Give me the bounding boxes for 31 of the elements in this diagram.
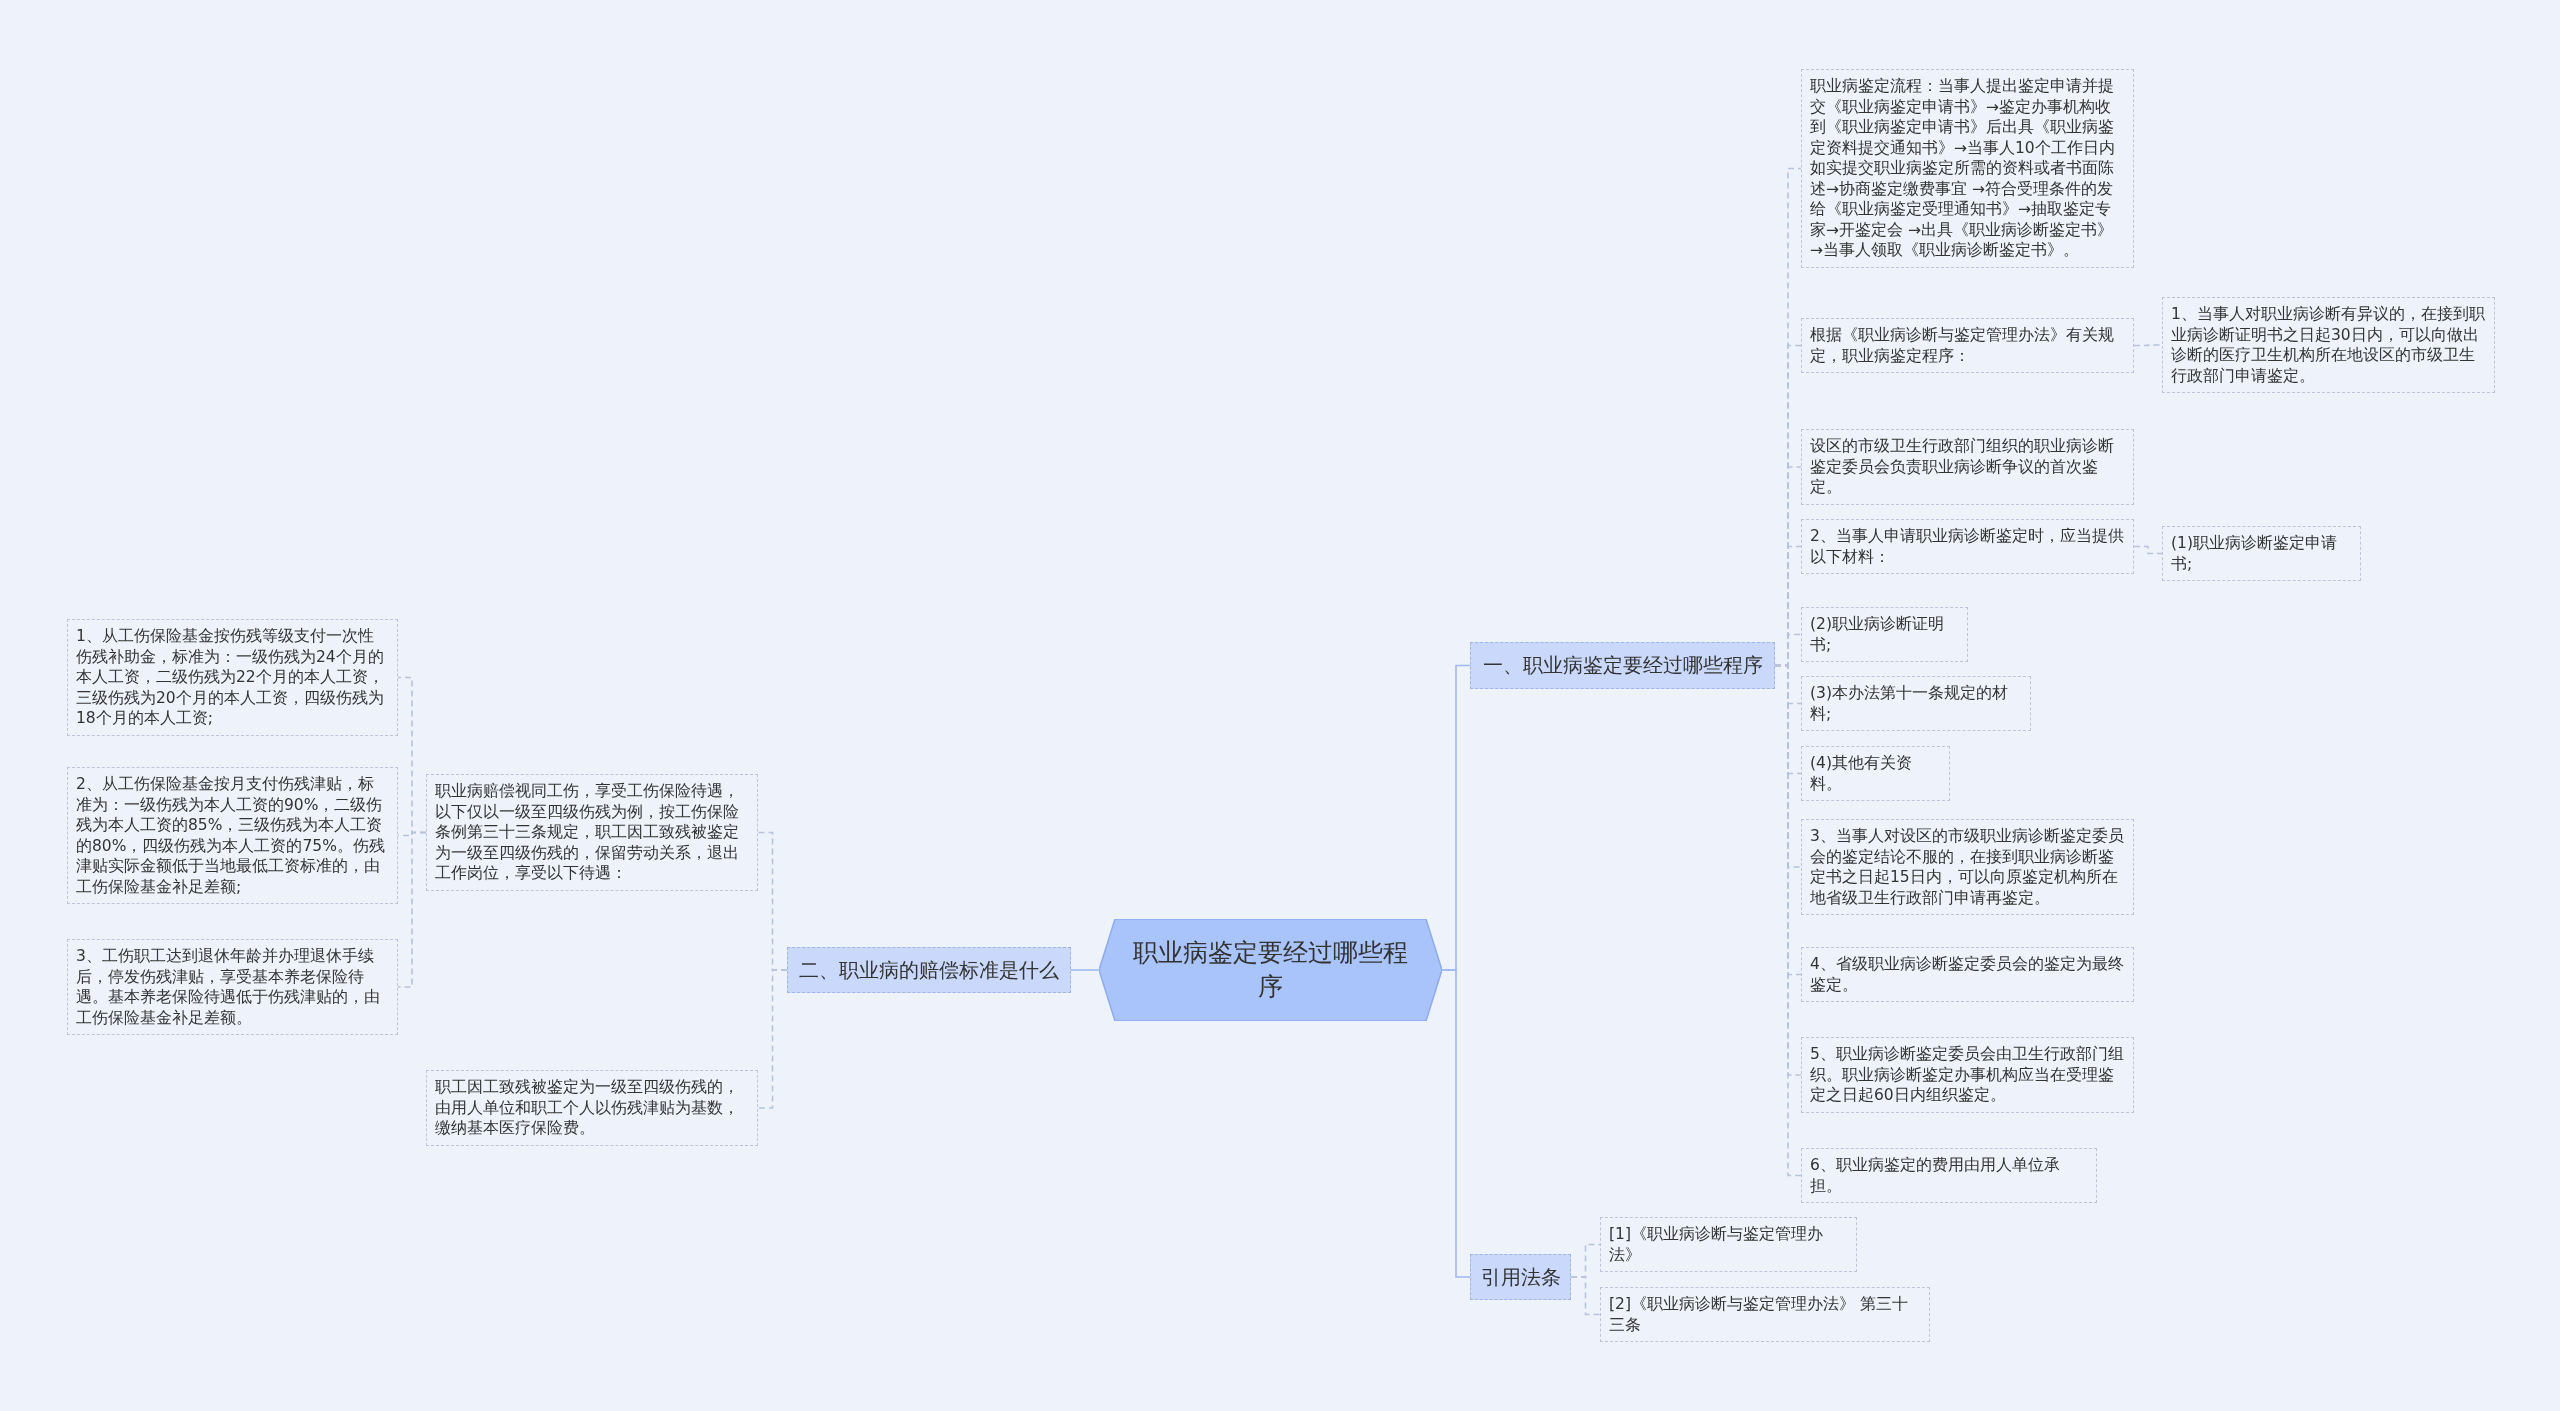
note-box: 1、从工伤保险基金按伤残等级支付一次性伤残补助金，标准为：一级伤残为24个月的本人工资，二级伤残为22个月的本人工资，三级伤残为20个月的本人工资，四级伤残为18个月的本人工资; xyxy=(67,619,398,736)
note-box: 设区的市级卫生行政部门组织的职业病诊断鉴定委员会负责职业病诊断争议的首次鉴定。 xyxy=(1801,429,2134,505)
note-box: 2、当事人申请职业病诊断鉴定时，应当提供以下材料： xyxy=(1801,519,2134,574)
topic-box: 引用法条 xyxy=(1470,1254,1571,1300)
connector-line xyxy=(397,831,427,988)
note-box: [2]《职业病诊断与鉴定管理办法》 第三十三条 xyxy=(1600,1287,1930,1342)
central-topic: 职业病鉴定要经过哪些程序 xyxy=(1099,919,1442,1021)
note-box: 职业病赔偿视同工伤，享受工伤保险待遇，以下仅以一级至四级伤残为例，按工伤保险条例第三十三条规定，职工因工致残被鉴定为一级至四级伤残的，保留劳动关系，退出工作岗位，享受以下待遇： xyxy=(426,774,758,891)
note-box: 2、从工伤保险基金按月支付伤残津贴，标准为：一级伤残为本人工资的90%，二级伤残为本人工资的85%，三级伤残为本人工资的80%，四级伤残为本人工资的75%。伤残津贴实际金额低于当地最低工资标准的，由工伤保险基金补足差额; xyxy=(67,767,398,904)
note-box: (2)职业病诊断证明书; xyxy=(1801,607,1968,662)
note-box: 3、当事人对设区的市级职业病诊断鉴定委员会的鉴定结论不服的，在接到职业病诊断鉴定书之日起15日内，可以向原鉴定机构所在地省级卫生行政部门申请再鉴定。 xyxy=(1801,819,2134,915)
note-box: 3、工伤职工达到退休年龄并办理退休手续后，停发伤残津贴，享受基本养老保险待遇。基本养老保险待遇低于伤残津贴的，由工伤保险基金补足差额。 xyxy=(67,939,398,1035)
note-box: 6、职业病鉴定的费用由用人单位承担。 xyxy=(1801,1148,2097,1203)
note-box: 职工因工致残被鉴定为一级至四级伤残的，由用人单位和职工个人以伤残津贴为基数，缴纳基本医疗保险费。 xyxy=(426,1070,758,1146)
connector-line xyxy=(2133,545,2163,555)
connector-line xyxy=(757,969,788,1109)
note-box: 4、省级职业病诊断鉴定委员会的鉴定为最终鉴定。 xyxy=(1801,947,2134,1002)
connector-line xyxy=(1070,969,1100,971)
topic-box: 二、职业病的赔偿标准是什么 xyxy=(787,947,1071,993)
note-box: (4)其他有关资料。 xyxy=(1801,746,1950,801)
connector-line xyxy=(1570,1276,1601,1316)
note-box: 根据《职业病诊断与鉴定管理办法》有关规定，职业病鉴定程序： xyxy=(1801,318,2134,373)
connector-line xyxy=(2133,344,2163,347)
note-box: (3)本办法第十一条规定的材料; xyxy=(1801,676,2031,731)
connector-line xyxy=(1441,969,1471,1278)
note-box: 1、当事人对职业病诊断有异议的，在接到职业病诊断证明书之日起30日内，可以向做出诊断的医疗卫生机构所在地设区的市级卫生行政部门申请鉴定。 xyxy=(2162,297,2495,393)
topic-box: 一、职业病鉴定要经过哪些程序 xyxy=(1470,642,1775,689)
note-box: (1)职业病诊断鉴定申请书; xyxy=(2162,526,2361,581)
note-box: 职业病鉴定流程：当事人提出鉴定申请并提交《职业病鉴定申请书》→鉴定办事机构收到《职业病鉴定申请书》后出具《职业病鉴定资料提交通知书》→当事人10个工作日内如实提交职业病鉴定所需的资料或者书面陈述→协商鉴定缴费事宜 →符合受理条件的发给《职业病鉴定受理通知书》→抽取鉴定专家→开鉴定会 →出具《职业病诊断鉴定书》 →当事人领取《职业病诊断鉴定书》。 xyxy=(1801,69,2134,268)
note-box: [1]《职业病诊断与鉴定管理办法》 xyxy=(1600,1217,1857,1272)
note-box: 5、职业病诊断鉴定委员会由卫生行政部门组织。职业病诊断鉴定办事机构应当在受理鉴定之日起60日内组织鉴定。 xyxy=(1801,1037,2134,1113)
